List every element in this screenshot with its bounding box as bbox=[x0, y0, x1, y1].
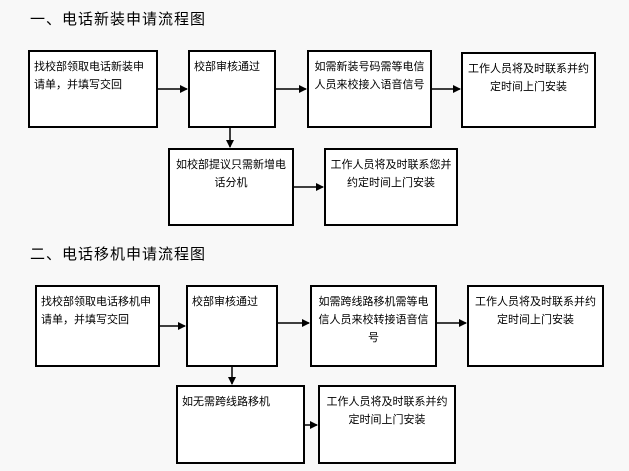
s1-step3: 如需新装号码需等电信人员来校接入语音信号 bbox=[307, 50, 432, 128]
s2-step4: 工作人员将及时联系并约定时间上门安装 bbox=[467, 285, 604, 367]
s2-step2: 校部审核通过 bbox=[186, 285, 278, 367]
s1-branch1: 如校部提议只需新增电话分机 bbox=[168, 148, 294, 226]
s2-branch2: 工作人员将及时联系并约定时间上门安装 bbox=[318, 385, 456, 464]
s1-step2: 校部审核通过 bbox=[188, 50, 276, 128]
s2-branch1: 如无需跨线路移机 bbox=[176, 385, 305, 464]
s2-step1: 找校部领取电话移机申请单，并填写交回 bbox=[35, 285, 160, 367]
s1-branch2: 工作人员将及时联系您并约定时间上门安装 bbox=[324, 148, 458, 226]
section1-title: 一、电话新装申请流程图 bbox=[30, 10, 207, 28]
section2-title: 二、电话移机申请流程图 bbox=[30, 245, 207, 263]
s1-step4: 工作人员将及时联系并约定时间上门安装 bbox=[461, 52, 596, 128]
s2-step3: 如需跨线路移机需等电信人员来校转接语音信号 bbox=[310, 285, 437, 367]
s1-step1: 找校部领取电话新装申请单，并填写交回 bbox=[28, 50, 158, 128]
